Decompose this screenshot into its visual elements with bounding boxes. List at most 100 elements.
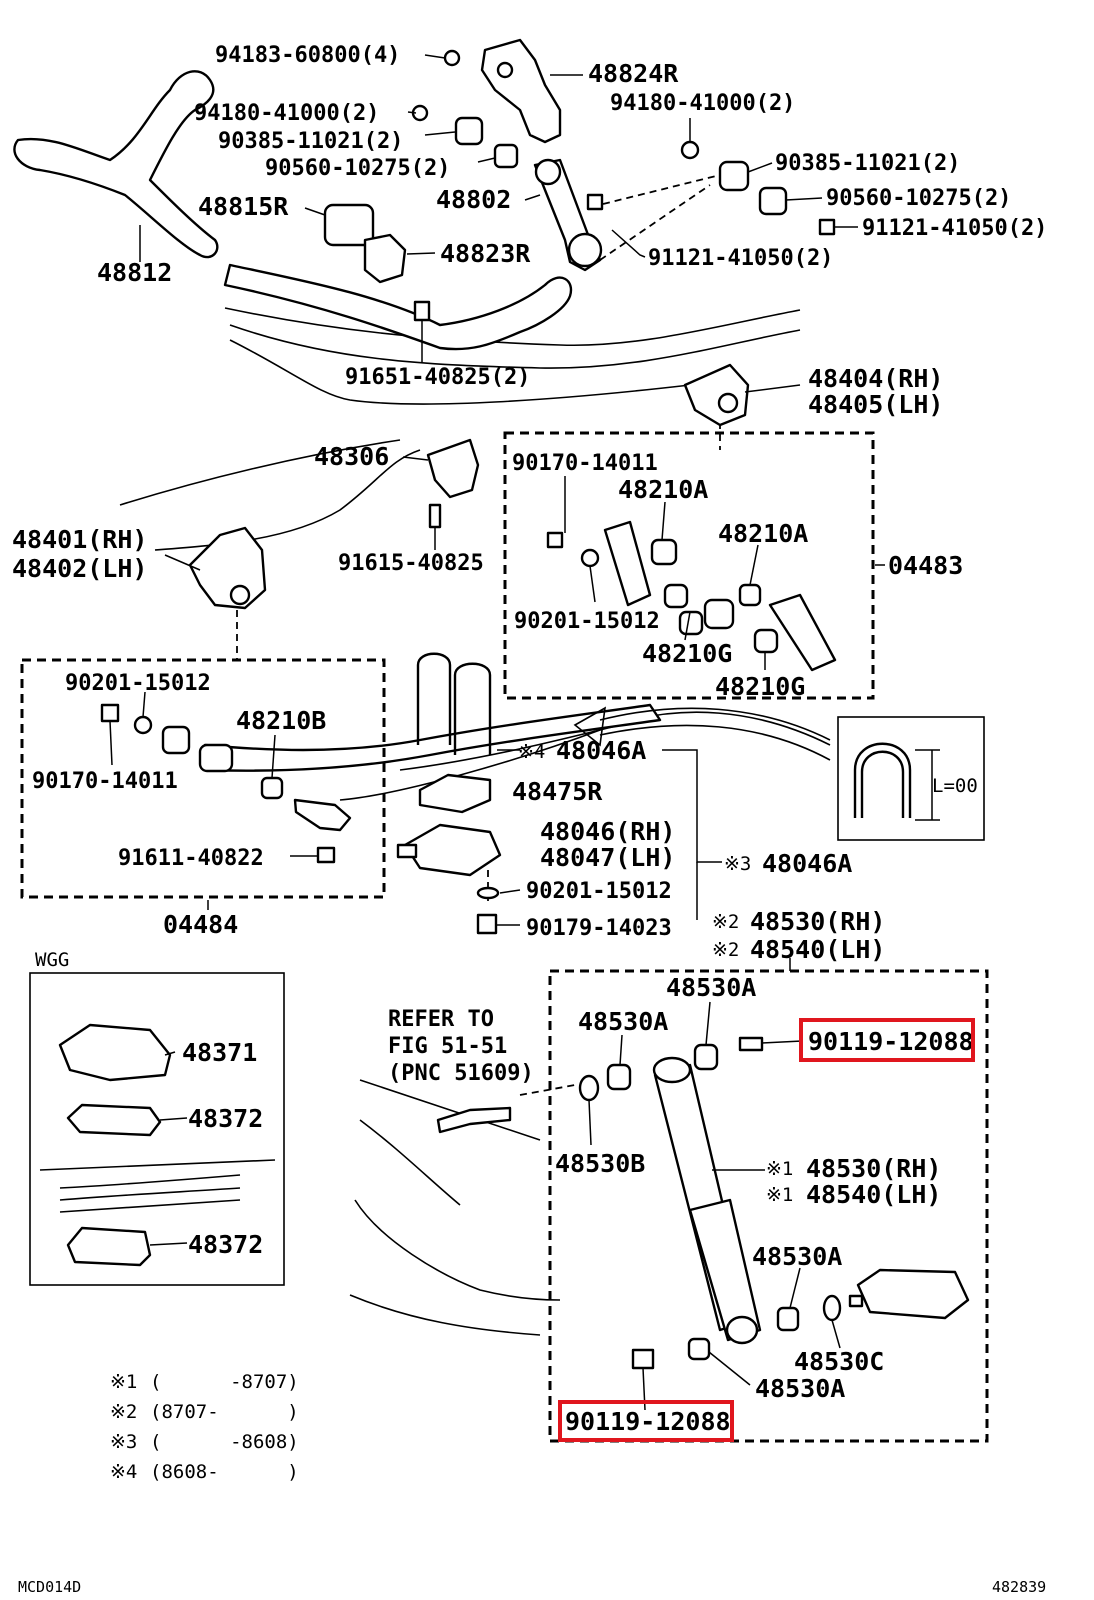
footer-right-code: 482839 bbox=[992, 1578, 1046, 1596]
label-90201-15012-bottom: 90201-15012 bbox=[526, 879, 672, 904]
label-48371: 48371 bbox=[182, 1038, 257, 1067]
highlight-90119-12088-top bbox=[799, 1018, 975, 1062]
label-48210A-lower: 48210A bbox=[718, 519, 808, 548]
label-90385-11021-left: 90385-11021(2) bbox=[218, 129, 403, 154]
label-48824R: 48824R bbox=[588, 59, 679, 88]
label-48047-lh: 48047(LH) bbox=[540, 843, 675, 872]
label-48530A-left: 48530A bbox=[578, 1007, 668, 1036]
label-90201-15012-box1: 90201-15012 bbox=[514, 609, 660, 634]
front-hanger-48401 bbox=[188, 526, 267, 610]
note-mark-3: ※3 bbox=[724, 853, 751, 875]
label-48210G-lower: 48210G bbox=[715, 672, 805, 701]
label-91121-41050-right: 91121-41050(2) bbox=[862, 216, 1047, 241]
label-91121-41050-mid: 91121-41050(2) bbox=[648, 246, 833, 271]
label-48812: 48812 bbox=[97, 258, 172, 287]
guide-lines bbox=[236, 174, 721, 1096]
spring-plate-48046 bbox=[396, 823, 502, 877]
part-labels: 94183-60800(4) 48824R 94180-41000(2) 941… bbox=[12, 43, 1047, 1436]
label-48401-rh: 48401(RH) bbox=[12, 525, 147, 554]
note-mark-2a: ※2 bbox=[712, 911, 739, 933]
label-94180-41000-left: 94180-41000(2) bbox=[194, 101, 379, 126]
label-90119-12088-bottom: 90119-12088 bbox=[565, 1407, 731, 1436]
label-48540-lh-mark1: 48540(LH) bbox=[806, 1180, 941, 1209]
label-90201-15012-box2: 90201-15012 bbox=[65, 671, 211, 696]
ubolt-inset-frame bbox=[837, 716, 985, 841]
bolt-parts-04484 bbox=[100, 703, 352, 864]
label-wgg: WGG bbox=[35, 949, 69, 971]
highlight-90119-12088-bottom bbox=[558, 1400, 734, 1442]
label-48530B: 48530B bbox=[555, 1149, 645, 1178]
chassis-outline bbox=[119, 307, 831, 1336]
label-48210G-upper: 48210G bbox=[642, 639, 732, 668]
legend-mark-4: ※4 bbox=[110, 1461, 137, 1483]
legend-range-2: (8707- ) bbox=[150, 1401, 299, 1423]
note-mark-1a: ※1 bbox=[766, 1158, 793, 1180]
label-48530A-mid: 48530A bbox=[752, 1242, 842, 1271]
label-91651-40825: 91651-40825(2) bbox=[345, 365, 530, 390]
label-48823R: 48823R bbox=[440, 239, 531, 268]
label-48210A-upper: 48210A bbox=[618, 475, 708, 504]
label-48404-rh: 48404(RH) bbox=[808, 364, 943, 393]
spring-seat-48475R bbox=[418, 773, 492, 814]
label-48475R: 48475R bbox=[512, 777, 603, 806]
label-48530A-bottom: 48530A bbox=[755, 1374, 845, 1403]
shackle-parts-04483 bbox=[546, 520, 837, 672]
note-mark-2b: ※2 bbox=[712, 939, 739, 961]
label-48802: 48802 bbox=[436, 185, 511, 214]
label-refer-pnc: (PNC 51609) bbox=[388, 1061, 534, 1086]
label-48402-lh: 48402(LH) bbox=[12, 554, 147, 583]
label-48405-lh: 48405(LH) bbox=[808, 390, 943, 419]
stabilizer-bar-48812 bbox=[13, 70, 573, 351]
label-48530-rh-mark1: 48530(RH) bbox=[806, 1154, 941, 1183]
label-90170-14011-top: 90170-14011 bbox=[512, 451, 658, 476]
legend-range-3: ( -8608) bbox=[150, 1431, 299, 1453]
label-48306: 48306 bbox=[314, 442, 389, 471]
label-90179-14023: 90179-14023 bbox=[526, 916, 672, 941]
group-box-04483 bbox=[503, 431, 875, 700]
label-48046A-mark3: 48046A bbox=[762, 849, 852, 878]
u-bolts-48046A bbox=[416, 652, 492, 755]
leader-lines bbox=[109, 54, 885, 1411]
ubolt-detail-arrow bbox=[573, 706, 831, 761]
label-48210B: 48210B bbox=[236, 706, 326, 735]
bumper-48306 bbox=[426, 438, 480, 529]
legend-range-4: (8608- ) bbox=[150, 1461, 299, 1483]
legend-range-1: ( -8707) bbox=[150, 1371, 299, 1393]
label-90560-10275-right: 90560-10275(2) bbox=[826, 186, 1011, 211]
legend-mark-2: ※2 bbox=[110, 1401, 137, 1423]
wgg-inset-frame bbox=[29, 972, 285, 1286]
label-refer-to: REFER TO bbox=[388, 1007, 494, 1032]
label-refer-fig: FIG 51-51 bbox=[388, 1034, 507, 1059]
note-mark-4: ※4 bbox=[518, 741, 545, 763]
label-48815R: 48815R bbox=[198, 192, 289, 221]
label-90170-14011-left: 90170-14011 bbox=[32, 769, 178, 794]
legend-mark-1: ※1 bbox=[110, 1371, 137, 1393]
label-90385-11021-right: 90385-11021(2) bbox=[775, 151, 960, 176]
spring-hanger-48404 bbox=[683, 363, 750, 427]
stabilizer-link-48802 bbox=[533, 158, 603, 272]
label-94183-60800: 94183-60800(4) bbox=[215, 43, 400, 68]
label-48372-upper: 48372 bbox=[188, 1104, 263, 1133]
label-04484: 04484 bbox=[163, 910, 238, 939]
label-48046A-mark4: 48046A bbox=[556, 736, 646, 765]
washer-nut-bottom bbox=[476, 886, 500, 935]
label-04483: 04483 bbox=[888, 551, 963, 580]
leaf-spring bbox=[198, 598, 735, 773]
label-91615-40825: 91615-40825 bbox=[338, 551, 484, 576]
legend-mark-3: ※3 bbox=[110, 1431, 137, 1453]
group-box-04484 bbox=[20, 658, 386, 899]
label-48530C: 48530C bbox=[794, 1347, 884, 1376]
legend: ※1 ( -8707) ※2 (8707- ) ※3 ( -8608) ※4 (… bbox=[110, 1371, 299, 1483]
footer-left-code: MCD014D bbox=[18, 1578, 81, 1596]
label-ubolt-length: L=00 bbox=[932, 775, 978, 797]
top-bracket-48824R bbox=[480, 38, 562, 144]
group-box-48530 bbox=[548, 969, 989, 1443]
label-48530-rh-mark2: 48530(RH) bbox=[750, 907, 885, 936]
label-48046-rh: 48046(RH) bbox=[540, 817, 675, 846]
shock-absorber-48530 bbox=[436, 1036, 970, 1370]
bushing-group-top bbox=[323, 49, 836, 322]
label-94180-41000-right: 94180-41000(2) bbox=[610, 91, 795, 116]
label-48372-lower: 48372 bbox=[188, 1230, 263, 1259]
